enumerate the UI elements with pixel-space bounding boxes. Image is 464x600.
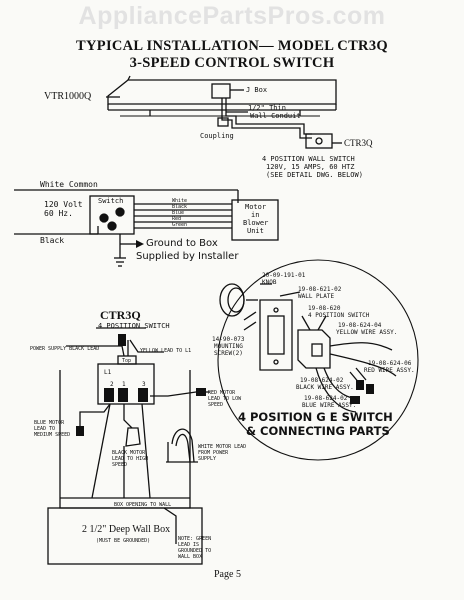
ctr3q-label: CTR3Q	[344, 138, 373, 148]
yellow-part-label: YELLOW WIRE ASSY.	[336, 329, 398, 336]
detail-subheading: 4 POSITION SWITCH	[98, 322, 170, 330]
page-number: Page 5	[214, 569, 241, 580]
motor-label-4: Unit	[247, 227, 264, 235]
screw-part-number: 14-90-073	[212, 336, 245, 343]
green-lead-label: NOTE: GREEN LEAD IS GROUNDED TO WALL BOX	[178, 536, 212, 560]
motor-label-2: in	[251, 211, 260, 219]
spec-line-1: 4 POSITION WALL SWITCH	[262, 155, 355, 163]
volt-label-1: 120 Volt	[44, 200, 83, 209]
conduit-label-2: Wall Conduit	[250, 112, 301, 120]
mounting-screw-1	[243, 311, 257, 321]
white-common-label: White Common	[40, 180, 98, 189]
blue-part-number: 19-08-624-02	[304, 395, 348, 402]
wire-green-label: Green	[172, 222, 188, 228]
black-part-label: BLACK WIRE ASSY.	[296, 384, 354, 391]
wire-black-label: Black	[172, 204, 188, 210]
j-box	[211, 83, 231, 99]
four-position-switch	[297, 329, 331, 369]
yellow-part-number: 19-08-624-04	[338, 322, 382, 329]
wire-red-label: Red	[172, 216, 182, 222]
wire-blue-label: Blue	[172, 210, 185, 216]
black-part-number: 19-08-624-02	[300, 377, 344, 384]
wire-nut-black	[125, 427, 141, 447]
black-label: Black	[40, 236, 65, 245]
red-part-number: 19-08-624-06	[368, 360, 412, 367]
parts-caption-2: & CONNECTING PARTS	[246, 424, 390, 438]
plate-label: WALL PLATE	[298, 293, 335, 300]
blue-wire-assy	[315, 367, 357, 413]
wall-plate	[259, 299, 293, 371]
motor-blower-unit	[231, 199, 279, 241]
top-label: Top	[122, 358, 132, 364]
detail-heading: CTR3Q	[100, 308, 141, 322]
screw-label-2: SCREW(2)	[214, 350, 243, 357]
thin-wall-conduit	[221, 98, 312, 139]
coupling	[217, 117, 229, 127]
ground-arrow	[136, 240, 144, 248]
spec-line-3: (SEE DETAIL DWG. BELOW)	[266, 171, 363, 179]
motor-label-3: Blower	[243, 219, 269, 227]
wire-white-label: White	[172, 198, 188, 204]
terminal-1-label: 1	[122, 381, 126, 388]
switch-part-number: 19-08-620	[308, 305, 341, 312]
black-wire-assy	[323, 367, 353, 399]
wall-box-label: 2 1/2" Deep Wall Box	[82, 524, 171, 535]
switch-part-label: 4 POSITION SWITCH	[308, 312, 370, 319]
red-wire	[329, 353, 397, 377]
blue-motor-label: BLUE MOTOR LEAD TO MEDIUM SPEED	[34, 420, 71, 438]
ctr3q-switch-box	[305, 133, 333, 149]
switch-box	[89, 195, 135, 235]
yellow-lead-label: YELLOW LEAD TO L1	[140, 348, 192, 354]
vtr-label: VTR1000Q	[44, 91, 92, 102]
wall-box-sublabel: (MUST BE GROUNDED)	[96, 538, 151, 544]
terminal-3-label: 3	[142, 381, 146, 388]
conduit-label-1: 1/2" Thin	[248, 104, 286, 112]
knob-label: KNOB	[262, 279, 277, 286]
page-subtitle: 3-SPEED CONTROL SWITCH	[129, 55, 335, 71]
box-opening-label: BOX OPENING TO WALL	[114, 502, 172, 508]
knob-part-number: 20-09-191-01	[262, 272, 306, 279]
white-motor-label: WHITE MOTOR LEAD FROM POWER SUPPLY	[198, 444, 247, 462]
deep-wall-box	[47, 507, 203, 565]
screw-label-1: MOUNTING	[214, 343, 243, 350]
watermark: AppliancePartsPros.com	[78, 2, 386, 30]
power-supply-label: POWER SUPPLY BLACK LEAD	[30, 346, 100, 352]
blue-part-label: BLUE WIRE ASSY.	[302, 402, 357, 409]
plate-part-number: 19-08-621-02	[298, 286, 342, 293]
yellow-wire	[329, 342, 393, 351]
black-lead-connector	[118, 334, 126, 346]
spec-line-2: 120V, 15 AMPS, 60 HTZ	[266, 163, 355, 171]
l1-label: L1	[104, 369, 112, 376]
switch-label: Switch	[98, 197, 124, 205]
page-title: TYPICAL INSTALLATION— MODEL CTR3Q	[76, 38, 388, 54]
black-motor-label: BLACK MOTOR LEAD TO HIGH SPEED	[112, 450, 149, 468]
volt-label-2: 60 Hz.	[44, 209, 73, 218]
motor-label-1: Motor	[245, 203, 267, 211]
red-part-label: RED WIRE ASSY.	[364, 367, 415, 374]
coupling-label: Coupling	[200, 132, 234, 140]
ground-label-2: Supplied by Installer	[136, 251, 239, 262]
parts-detail-circle	[217, 259, 419, 461]
ground-label-1: Ground to Box	[146, 238, 218, 249]
parts-caption-1: 4 POSITION G E SWITCH	[238, 410, 393, 424]
red-motor-label: RED MOTOR LEAD TO LOW SPEED	[208, 390, 242, 408]
j-box-label: J Box	[246, 86, 268, 94]
terminal-2-label: 2	[110, 381, 114, 388]
mounting-screw-2	[243, 321, 257, 331]
